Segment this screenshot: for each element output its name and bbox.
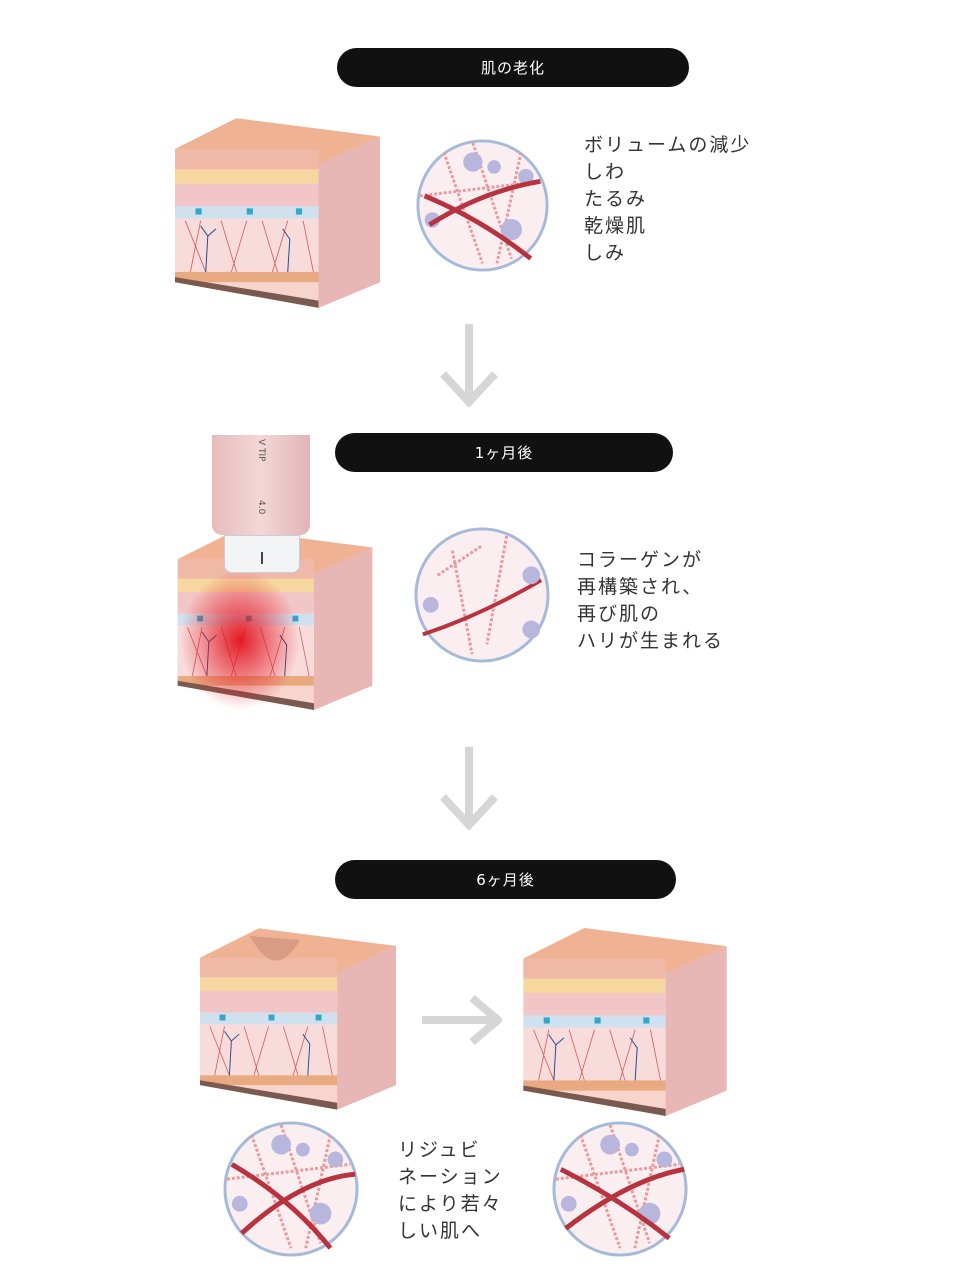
rebuilding-collagen-circle [414, 527, 550, 663]
wrinkled-skin-illustration [200, 928, 396, 1110]
description-line: コラーゲンが [577, 549, 704, 571]
description-line: 再構築され、 [577, 576, 704, 598]
arrow-right-icon [422, 995, 502, 1045]
after-collagen-circle [551, 1120, 689, 1258]
symptom-text: しわ [584, 161, 627, 183]
description-line: しい肌へ [398, 1220, 483, 1242]
stage-label: 6ヶ月後 [476, 871, 535, 889]
aged-collagen-circle [415, 138, 550, 273]
description-line: ハリが生まれる [577, 630, 725, 652]
arrow-down-icon [440, 747, 498, 830]
device-model-text: V TIP [256, 439, 266, 462]
collagen-rebuild-text: コラーゲンが 再構築され、 再び肌の ハリが生まれる [577, 547, 724, 655]
aging-symptoms-list: ボリュームの減少 しわ たるみ 乾燥肌 しみ [584, 132, 751, 267]
rejuvenation-text: リジュビ ネーション により若々 しい肌へ [398, 1137, 503, 1245]
rejuvenated-skin-illustration [522, 928, 728, 1116]
stage-header-6-months: 6ヶ月後 [335, 860, 676, 899]
device-depth-text: 4.0 [256, 500, 266, 515]
before-collagen-circle [222, 1120, 360, 1258]
description-line: ネーション [398, 1166, 503, 1188]
symptom-text: 乾燥肌 [584, 215, 648, 237]
symptom-text: たるみ [584, 188, 648, 210]
hifu-device: V TIP 4.0 [212, 435, 310, 535]
arrow-down-icon [440, 324, 498, 407]
aged-skin-illustration [175, 118, 380, 308]
stage-header-1-month: 1ヶ月後 [335, 433, 673, 472]
treated-skin-illustration [175, 530, 375, 710]
device-tip [224, 535, 300, 573]
description-line: により若々 [398, 1193, 503, 1215]
stage-label: 肌の老化 [480, 59, 545, 77]
description-line: 再び肌の [577, 603, 662, 625]
description-line: リジュビ [398, 1139, 481, 1161]
stage-label: 1ヶ月後 [474, 444, 534, 462]
symptom-text: ボリュームの減少 [584, 134, 752, 156]
symptom-text: しみ [584, 242, 627, 264]
stage-header-aging: 肌の老化 [337, 48, 689, 87]
